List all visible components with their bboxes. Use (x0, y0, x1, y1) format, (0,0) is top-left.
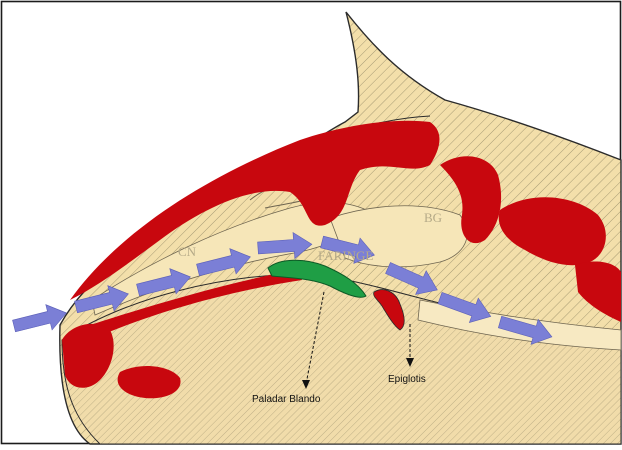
label-paladar-blando: Paladar Blando (252, 394, 321, 405)
label-cn: CN (178, 244, 197, 259)
label-bg: BG (424, 210, 442, 225)
label-faringe: FARINGE (318, 248, 373, 263)
label-epiglotis: Epiglotis (388, 374, 426, 385)
